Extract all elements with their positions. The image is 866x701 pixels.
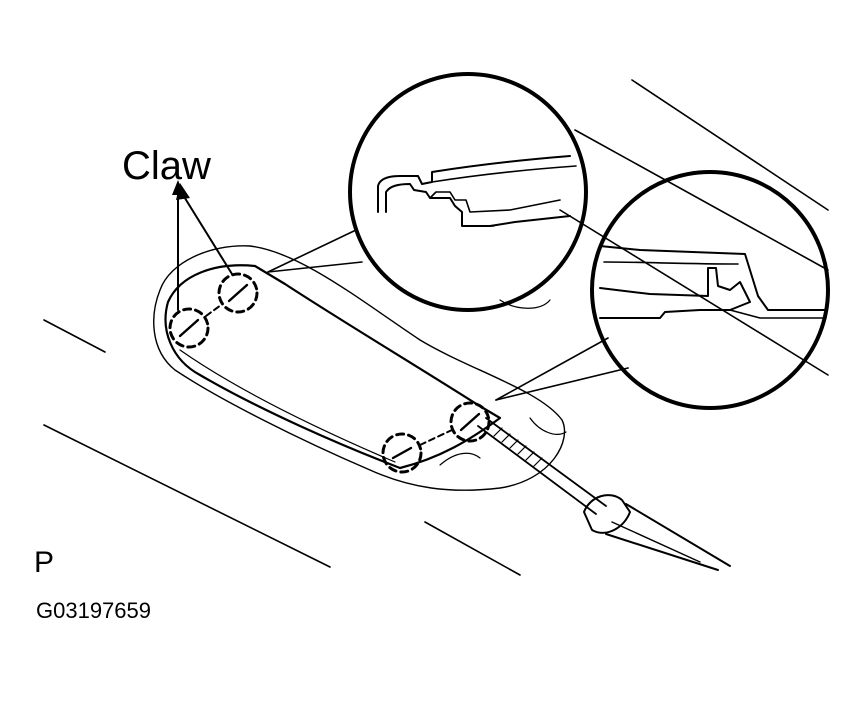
- claw-marker-3: [381, 432, 423, 474]
- screwdriver-shaft: [477, 417, 607, 515]
- claw-leader-lines: [177, 194, 233, 311]
- claw-markers: [168, 272, 491, 474]
- claw-connectors: [205, 304, 453, 446]
- figure-code: G03197659: [36, 598, 151, 623]
- lamp-housing-outer: [153, 245, 566, 491]
- screwdriver-collar: [583, 494, 631, 534]
- claw-marker-1: [168, 307, 210, 349]
- claw-marker-4: [449, 401, 491, 443]
- lamp-lens: [164, 264, 502, 470]
- claw-marker-2: [217, 272, 259, 314]
- leader-arrowheads: [172, 180, 190, 200]
- housing-recess-bottom: [439, 452, 481, 466]
- lamp-lens-edge: [179, 349, 396, 463]
- claw-callout-label: Claw: [122, 144, 211, 188]
- screwdriver-tape-wrap: [493, 427, 543, 467]
- detail-circle-upper: [348, 72, 588, 312]
- detail-claw-profile-lower: [599, 245, 827, 311]
- screwdriver-handle: [605, 503, 731, 571]
- detail-claw-profile-upper: [377, 155, 571, 213]
- detail-view-lower: [495, 170, 830, 410]
- view-letter: P: [34, 546, 55, 579]
- claw-ticks: [178, 283, 481, 460]
- housing-notch: [529, 417, 567, 435]
- detail-view-upper: [267, 72, 588, 312]
- housing-recess-top: [499, 299, 551, 309]
- screwdriver-tool: [477, 417, 731, 571]
- detail-circle-lower: [590, 170, 830, 410]
